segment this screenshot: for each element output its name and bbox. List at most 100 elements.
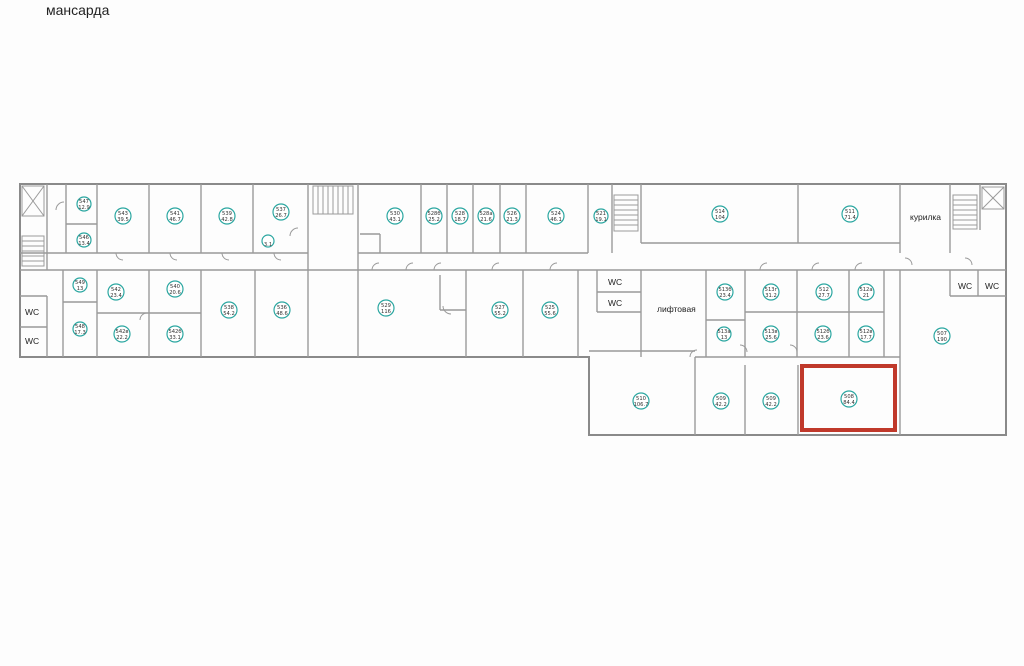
room-number: 547 (79, 199, 89, 205)
room-circle (857, 283, 875, 301)
room-number: 528а (479, 211, 492, 217)
room-circle (815, 283, 833, 301)
room-area: 17.3 (74, 330, 86, 336)
room-number: 514 (715, 209, 726, 215)
room-circle (113, 325, 131, 343)
room-area: 3.1 (264, 242, 272, 248)
stairs-right-center (613, 194, 639, 232)
room-number: 542б (168, 329, 181, 335)
room-area: 23.6 (817, 335, 829, 341)
wc-label: WC (25, 307, 39, 317)
room-area: 104 (715, 215, 726, 221)
wc-label: WC (25, 336, 39, 346)
room-circle (541, 301, 559, 319)
room-circle (841, 205, 859, 223)
room-number: 511 (845, 209, 855, 215)
stairs-center (312, 185, 354, 215)
elevator-hall-label: лифтовая (657, 304, 696, 314)
room-circle (386, 207, 404, 225)
room-number: 536 (277, 305, 287, 311)
room-circle (261, 234, 275, 248)
room-area: 190 (937, 337, 947, 343)
wc-label: WC (985, 281, 999, 291)
room-number: 513б (718, 287, 731, 293)
room-area: 21.3 (506, 217, 518, 223)
room-number: 512б (816, 329, 829, 335)
room-area: 55.2 (494, 311, 506, 317)
smoking-room-label: курилка (910, 212, 941, 222)
room-circle (593, 208, 609, 224)
room-circle (114, 207, 132, 225)
room-area: 54.2 (223, 311, 235, 317)
room-area: 39.5 (117, 217, 129, 223)
room-circle (218, 207, 236, 225)
room-number: 509 (716, 396, 726, 402)
room-circle (814, 325, 832, 343)
room-area: 12.9 (78, 205, 90, 211)
room-area: 106.7 (634, 402, 649, 408)
room-number: 524 (551, 211, 562, 217)
room-circle (272, 203, 290, 221)
room-number: 542 (111, 287, 121, 293)
highlighted-room-508[interactable] (800, 364, 897, 432)
room-number: 509 (766, 396, 776, 402)
room-area: 43.1 (389, 217, 401, 223)
room-circle (166, 325, 184, 343)
room-circle (712, 392, 730, 410)
room-circle (711, 205, 729, 223)
room-marker[interactable]: 3.1 (261, 234, 275, 248)
room-area: 22.2 (116, 335, 128, 341)
room-area: 21.6 (480, 217, 492, 223)
room-area: 23.4 (719, 293, 731, 299)
room-circle (477, 207, 495, 225)
room-number: 513в (765, 329, 778, 335)
room-number: 521 (596, 211, 606, 217)
inner-walls (20, 184, 1006, 435)
room-area: 25.6 (765, 335, 777, 341)
room-circle (72, 277, 88, 293)
outer-walls (19, 183, 1007, 436)
room-circle (840, 390, 858, 408)
room-circle (933, 327, 951, 345)
room-area: 13 (721, 335, 728, 341)
